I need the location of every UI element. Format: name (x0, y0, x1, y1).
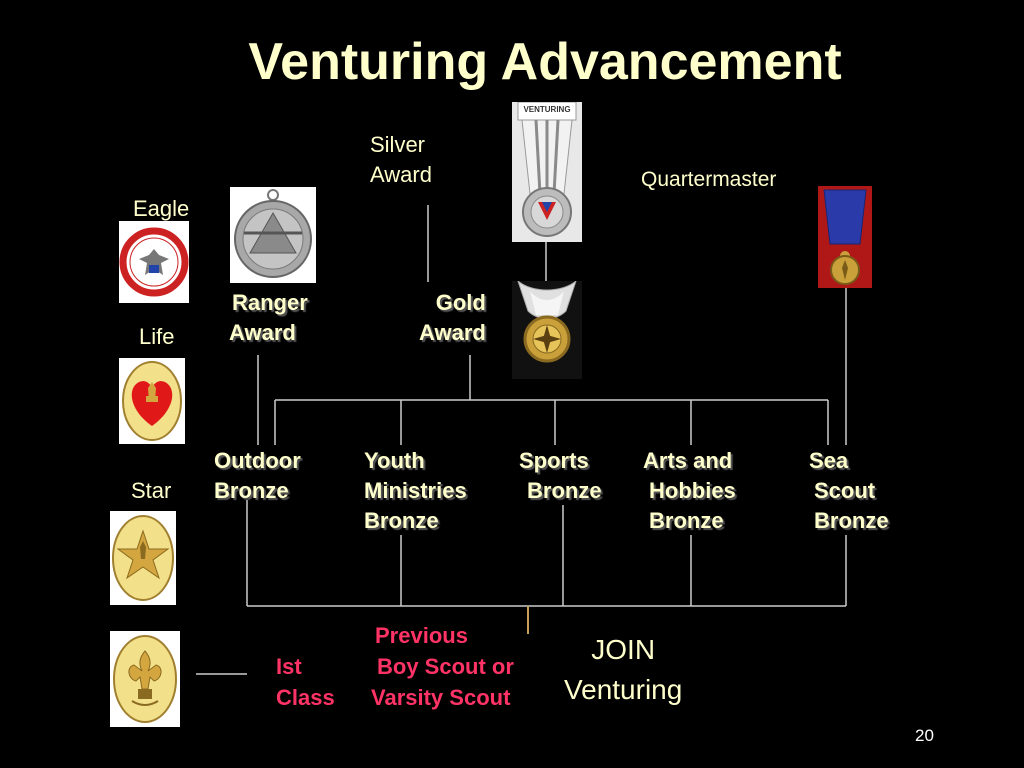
first-class-patch-icon (110, 631, 180, 727)
previous-scout-label: Previous Boy Scout or Varsity Scout (371, 623, 514, 710)
rank-star-label: Star (131, 478, 172, 503)
page-title: Venturing Advancement (248, 33, 842, 91)
join-venturing-label: JOIN Venturing (564, 634, 683, 705)
gold-award-label: Gold Award (419, 290, 486, 345)
first-class-label: Ist Class (276, 654, 335, 710)
arts-hobbies-bronze-label: Arts and Hobbies Bronze (643, 448, 736, 533)
life-patch-icon (119, 358, 185, 444)
ranger-medal-icon (230, 187, 316, 283)
venturing-ribbon-text: VENTURING (523, 105, 571, 114)
sports-bronze-label: Sports Bronze (519, 448, 602, 503)
silver-award-label: Silver Award (370, 132, 432, 187)
gold-medal-icon (512, 281, 582, 379)
youth-ministries-bronze-label: Youth Ministries Bronze (364, 448, 467, 533)
rank-life-label: Life (139, 324, 175, 349)
eagle-patch-icon (119, 221, 189, 303)
rank-eagle-label: Eagle (133, 196, 190, 221)
quartermaster-medal-icon (818, 186, 872, 288)
sea-scout-bronze-label: Sea Scout Bronze (809, 448, 889, 533)
outdoor-bronze-label: Outdoor Bronze (214, 448, 301, 503)
silver-medal-icon: VENTURING (512, 102, 582, 242)
quartermaster-label: Quartermaster (641, 168, 777, 191)
page-number: 20 (915, 726, 934, 745)
ranger-award-label: Ranger Award (229, 290, 308, 345)
star-patch-icon (110, 511, 176, 605)
